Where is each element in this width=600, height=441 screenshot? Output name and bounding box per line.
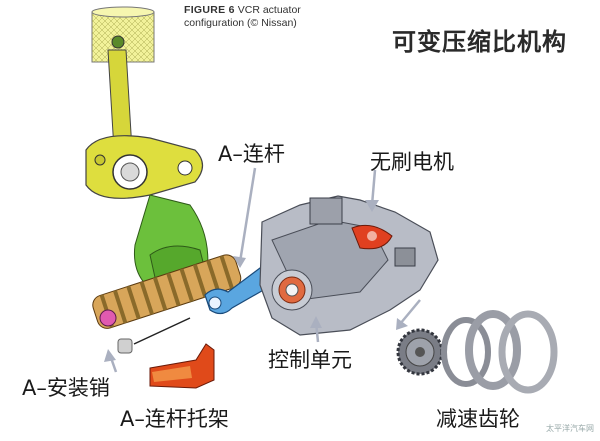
connecting-rod xyxy=(85,49,204,199)
label-reduction-gear: 减速齿轮 xyxy=(436,407,520,431)
label-control-unit: 控制单元 xyxy=(268,348,352,372)
caption-line-1: VCR actuator xyxy=(237,4,301,16)
caption-line-2: configuration (© Nissan) xyxy=(184,17,297,29)
figure-number: FIGURE 6 xyxy=(184,4,235,16)
leader-arrowheads xyxy=(104,200,408,362)
a-pin xyxy=(117,317,191,354)
watermark: 太平洋汽车网 xyxy=(546,424,594,433)
label-a-link: A–连杆 xyxy=(218,142,285,166)
diagram-title: 可变压缩比机构 xyxy=(392,28,567,56)
label-motor: 无刷电机 xyxy=(370,150,454,174)
crankshaft xyxy=(92,254,242,329)
label-a-pin: A–安装销 xyxy=(22,376,110,400)
actuator-housing xyxy=(259,195,439,336)
a-link-bracket xyxy=(149,343,215,389)
reduction-gears xyxy=(396,310,558,394)
label-a-link-bracket: A–连杆托架 xyxy=(120,407,229,431)
figure-caption: FIGURE 6 VCR actuator configuration (© N… xyxy=(184,4,301,30)
leader-lines xyxy=(108,167,421,373)
